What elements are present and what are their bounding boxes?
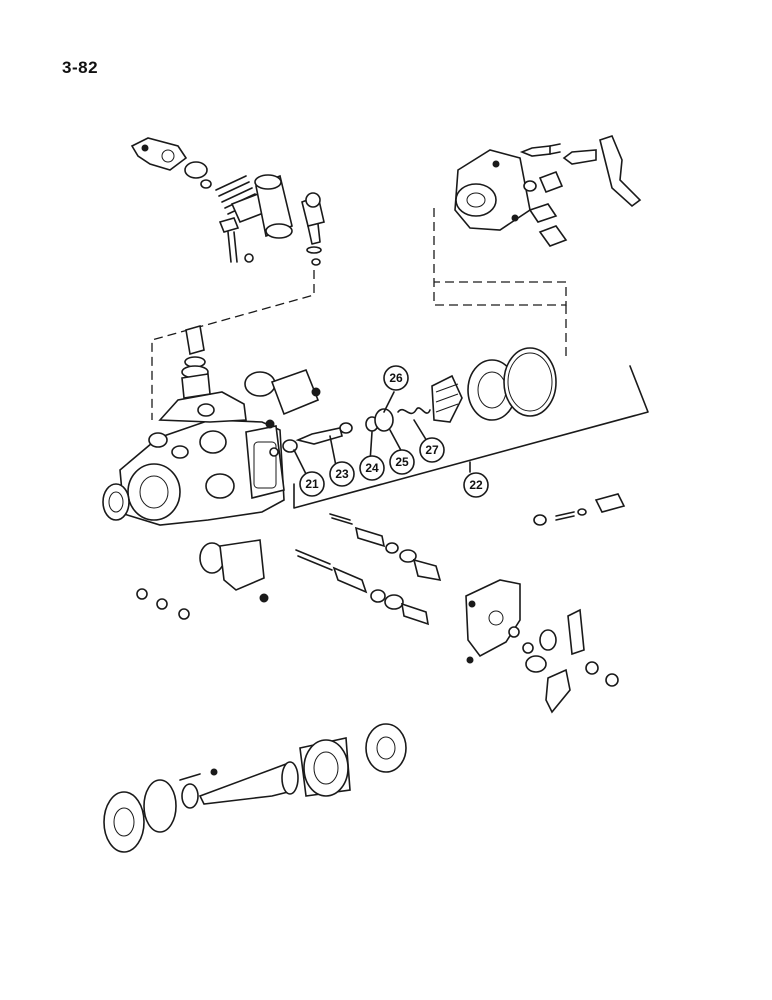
page-number: 3-82 <box>62 58 99 77</box>
svg-text:25: 25 <box>395 455 409 469</box>
callout-26: 26 <box>383 365 409 391</box>
callout-22: 22 <box>463 472 489 498</box>
top-left-valve-assembly <box>130 137 325 266</box>
top-right-end-plate-assembly <box>454 135 642 247</box>
cover-plate-with-gasket <box>244 368 321 416</box>
inspection-cover-plate <box>136 539 269 620</box>
svg-text:22: 22 <box>469 478 483 492</box>
callout-22-bracket <box>293 365 649 509</box>
governor-linkage-assembly <box>465 579 619 714</box>
svg-text:21: 21 <box>305 477 319 491</box>
callout-21: 21 <box>299 471 325 497</box>
advance-piston-parts <box>282 347 557 453</box>
pump-housing <box>102 391 285 526</box>
svg-text:27: 27 <box>425 443 439 457</box>
svg-text:26: 26 <box>389 371 403 385</box>
callout-25: 25 <box>389 449 415 475</box>
callout-27: 27 <box>419 437 445 463</box>
drive-shaft-assembly <box>103 723 407 853</box>
callout-23: 23 <box>329 461 355 487</box>
callout-24: 24 <box>359 455 385 481</box>
svg-text:23: 23 <box>335 467 349 481</box>
metering-valve-stack <box>181 324 211 399</box>
return-fitting <box>533 493 626 526</box>
svg-text:24: 24 <box>365 461 379 475</box>
delivery-valve-parts <box>295 513 442 626</box>
